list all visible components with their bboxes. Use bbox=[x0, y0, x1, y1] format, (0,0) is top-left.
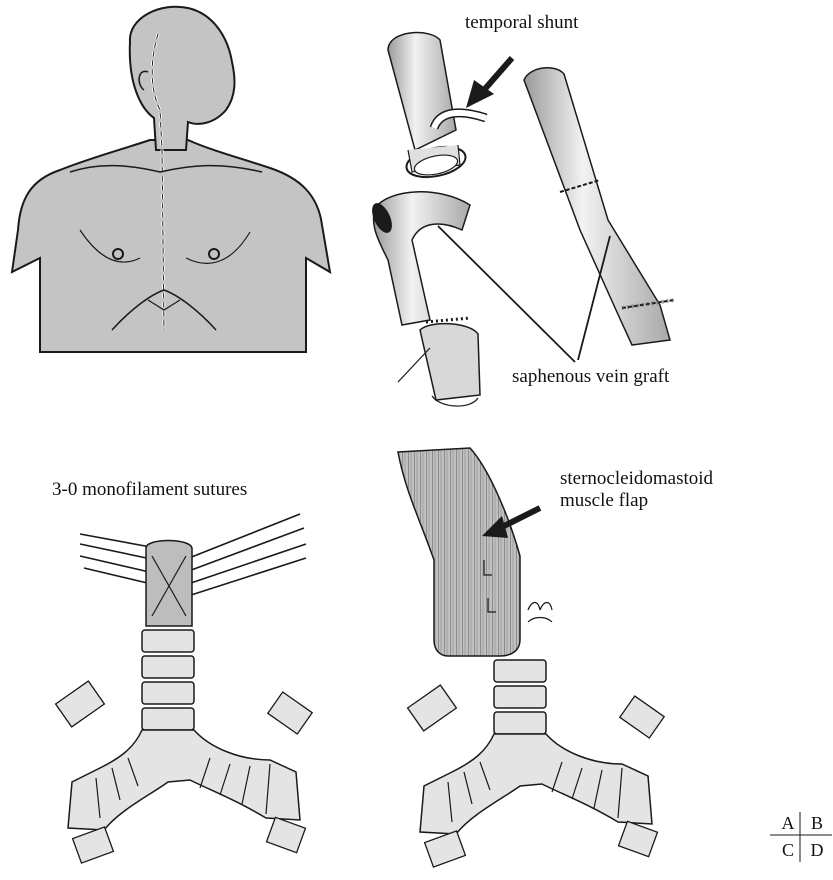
legend-a: A bbox=[777, 813, 799, 833]
saphenous-graft-curved bbox=[373, 192, 470, 325]
legend-c: C bbox=[777, 840, 799, 860]
severed-vessel-top bbox=[388, 33, 456, 150]
legend-b: B bbox=[806, 813, 828, 833]
torso-body bbox=[12, 140, 330, 352]
label-muscle-flap-line2: muscle flap bbox=[560, 490, 648, 512]
panel-c-trachea bbox=[56, 514, 313, 863]
bronchi-c bbox=[68, 730, 300, 830]
head bbox=[130, 7, 235, 150]
label-saphenous-vein-graft: saphenous vein graft bbox=[512, 366, 669, 388]
bronchi-d bbox=[420, 734, 652, 834]
label-temporal-shunt: temporal shunt bbox=[465, 12, 578, 34]
legend-d: D bbox=[806, 840, 828, 860]
muscle-flap bbox=[398, 448, 520, 656]
panel-a-torso bbox=[12, 7, 330, 352]
label-monofilament-sutures: 3-0 monofilament sutures bbox=[52, 479, 247, 501]
panel-b-vessels bbox=[368, 33, 674, 406]
label-muscle-flap-line1: sternocleidomastoid bbox=[560, 468, 713, 490]
